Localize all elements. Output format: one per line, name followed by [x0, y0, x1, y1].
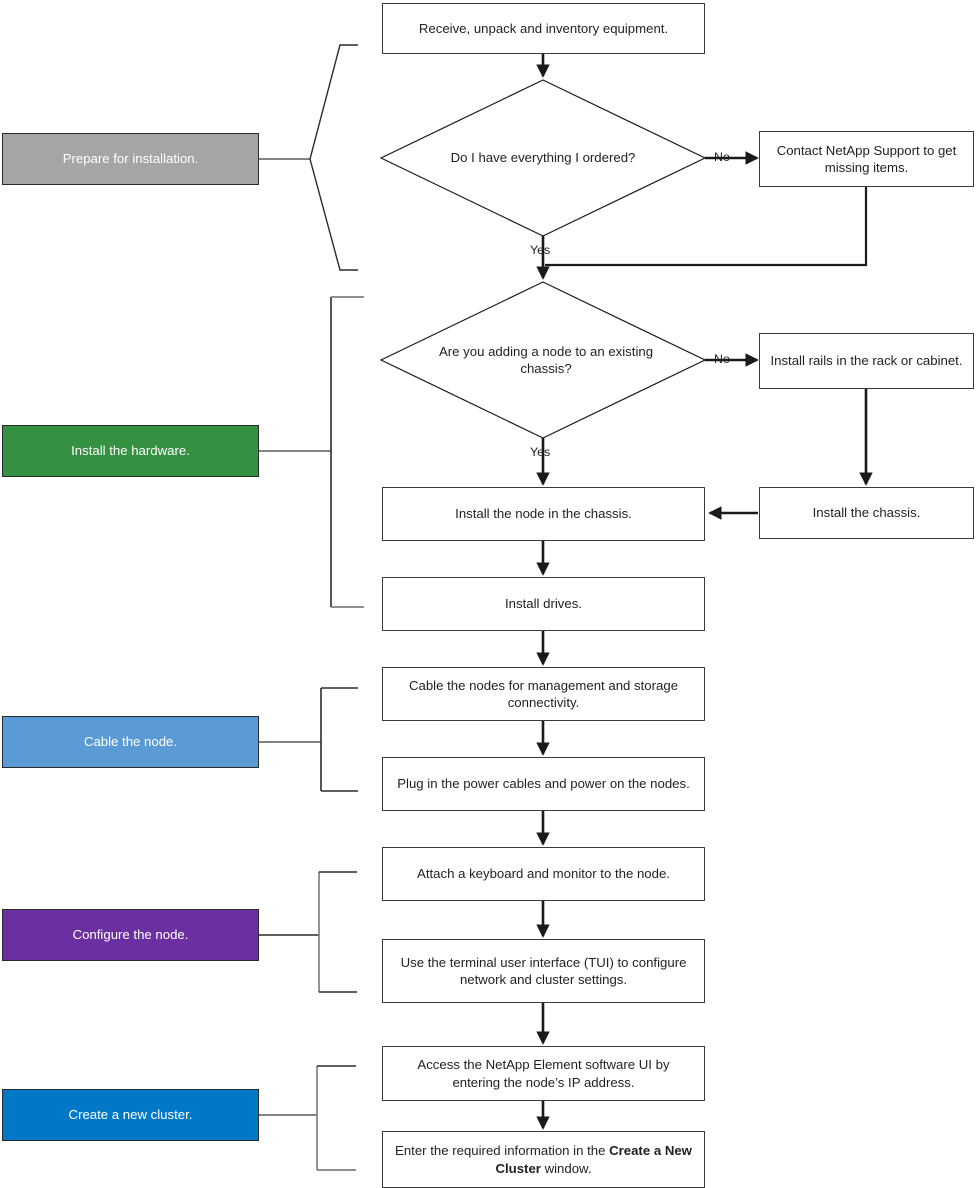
edge-label-yes-everything-ordered: Yes — [530, 244, 550, 256]
brace-prepare — [259, 44, 358, 271]
process-label-install-drives: Install drives. — [505, 596, 582, 612]
path-contact-feedback — [545, 187, 868, 267]
edge-text-yes-1: Yes — [530, 243, 551, 257]
stage-box-cable-node[interactable]: Cable the node. — [2, 716, 259, 768]
process-label-attach-keyboard: Attach a keyboard and monitor to the nod… — [417, 866, 670, 882]
stage-box-prepare[interactable]: Prepare for installation. — [2, 133, 259, 185]
edge-text-no-1: No — [714, 150, 730, 164]
brace-cluster — [259, 1065, 356, 1171]
stage-label-install-hardware: Install the hardware. — [71, 443, 190, 459]
decision-everything-ordered-shape — [379, 79, 707, 237]
process-box-power-on-nodes[interactable]: Plug in the power cables and power on th… — [382, 757, 705, 811]
brace-hardware — [259, 296, 364, 608]
stage-box-create-cluster[interactable]: Create a new cluster. — [2, 1089, 259, 1141]
process-label-cable-nodes: Cable the nodes for management and stora… — [408, 677, 679, 710]
process-label-power-on-nodes: Plug in the power cables and power on th… — [397, 776, 690, 792]
create-cluster-window-name: Create a New Cluster — [495, 1143, 692, 1176]
create-cluster-text-prefix: Enter the required information in the — [395, 1143, 610, 1159]
edge-label-no-everything-ordered: No — [714, 151, 730, 163]
process-label-receive-equipment: Receive, unpack and inventory equipment. — [418, 20, 669, 36]
edge-text-yes-2: Yes — [530, 445, 551, 459]
process-label-use-tui: Use the terminal user interface (TUI) to… — [400, 954, 687, 987]
stage-label-cable-node: Cable the node. — [83, 734, 178, 750]
process-box-use-tui[interactable]: Use the terminal user interface (TUI) to… — [382, 939, 705, 1003]
process-box-attach-keyboard[interactable]: Attach a keyboard and monitor to the nod… — [382, 847, 705, 901]
brace-configure — [259, 871, 357, 993]
process-label-create-new-cluster: Enter the required information in the Cr… — [393, 1142, 694, 1176]
process-label-install-chassis: Install the chassis. — [812, 505, 921, 521]
stage-box-configure-node[interactable]: Configure the node. — [2, 909, 259, 961]
stage-label-prepare: Prepare for installation. — [62, 151, 199, 167]
edge-label-no-adding-node: No — [714, 353, 730, 365]
process-box-install-node-in-chassis[interactable]: Install the node in the chassis. — [382, 487, 705, 541]
create-cluster-text-suffix: window. — [540, 1160, 592, 1176]
process-box-install-chassis[interactable]: Install the chassis. — [759, 487, 974, 539]
process-box-create-new-cluster[interactable]: Enter the required information in the Cr… — [382, 1131, 705, 1188]
stage-label-configure-node: Configure the node. — [72, 927, 189, 943]
process-box-cable-nodes[interactable]: Cable the nodes for management and stora… — [382, 667, 705, 721]
edge-text-no-2: No — [714, 352, 730, 366]
process-box-contact-support[interactable]: Contact NetApp Support to get missing it… — [759, 131, 974, 187]
process-label-access-element-ui: Access the NetApp Element software UI by… — [417, 1057, 670, 1090]
process-box-receive-equipment[interactable]: Receive, unpack and inventory equipment. — [382, 3, 705, 54]
brace-cable — [259, 687, 358, 792]
process-box-access-element-ui[interactable]: Access the NetApp Element software UI by… — [382, 1046, 705, 1101]
process-label-install-node-in-chassis: Install the node in the chassis. — [455, 506, 632, 522]
stage-label-create-cluster: Create a new cluster. — [68, 1107, 193, 1123]
decision-adding-node-shape — [379, 281, 707, 439]
process-box-install-drives[interactable]: Install drives. — [382, 577, 705, 631]
stage-box-install-hardware[interactable]: Install the hardware. — [2, 425, 259, 477]
process-box-install-rails[interactable]: Install rails in the rack or cabinet. — [759, 333, 974, 389]
process-label-contact-support: Contact NetApp Support to get missing it… — [776, 142, 957, 175]
process-label-install-rails: Install rails in the rack or cabinet. — [770, 353, 963, 369]
edge-label-yes-adding-node: Yes — [530, 446, 550, 458]
